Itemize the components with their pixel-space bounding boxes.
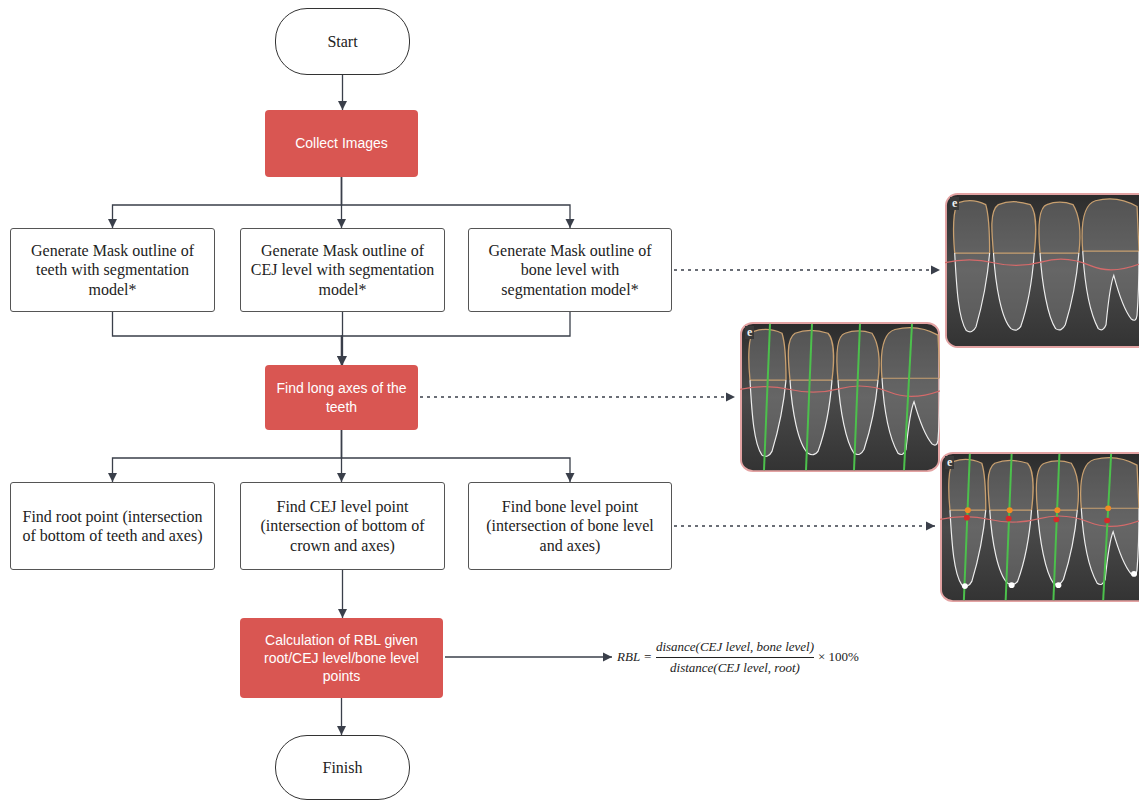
dashed-leader: [674, 269, 940, 270]
process-box: Generate Mask outline of teeth with segm…: [10, 228, 215, 312]
dashed-leader: [674, 525, 935, 526]
node-text: Find root point (intersection of bottom …: [19, 507, 206, 545]
formula-denominator: distance(CEJ level, root): [670, 660, 800, 676]
node-text: Generate Mask outline of bone level with…: [477, 241, 663, 299]
process-box: Find bone level point (intersection of b…: [468, 482, 672, 570]
flow-connector: [342, 570, 343, 618]
fraction: disance(CEJ level, bone level) distance(C…: [656, 639, 814, 676]
node-text: Generate Mask outline of CEJ level with …: [249, 241, 436, 299]
terminal-finish: Finish: [275, 735, 410, 800]
image-tag: e: [950, 197, 959, 210]
terminal-start: Start: [275, 8, 410, 75]
flow-connector: [113, 312, 342, 365]
process-box: Find root point (intersection of bottom …: [10, 482, 215, 570]
process-box: Find long axes of the teeth: [265, 365, 418, 430]
flow-connector: [113, 177, 342, 228]
xray-image: [940, 452, 1139, 602]
formula-lhs: RBL =: [617, 649, 652, 665]
node-text: Start: [327, 33, 357, 51]
node-text: Generate Mask outline of teeth with segm…: [19, 241, 206, 299]
node-text: Find long axes of the teeth: [275, 379, 408, 415]
node-text: Find CEJ level point (intersection of bo…: [249, 497, 436, 555]
formula-arrow: [445, 656, 612, 657]
flow-connector: [342, 177, 571, 228]
node-text: Calculation of RBL given root/CEJ level/…: [250, 631, 433, 686]
formula: RBL =disance(CEJ level, bone level) dista…: [617, 637, 859, 677]
formula-numerator: disance(CEJ level, bone level): [656, 639, 814, 655]
flow-connector: [341, 698, 342, 735]
fraction-bar: [656, 657, 814, 658]
image-tag: e: [745, 326, 754, 339]
node-text: Collect Images: [295, 134, 388, 152]
xray-image: [740, 322, 940, 472]
flow-connector: [342, 430, 571, 482]
process-box: Generate Mask outline of CEJ level with …: [240, 228, 445, 312]
process-box: Find CEJ level point (intersection of bo…: [240, 482, 445, 570]
dashed-leader: [420, 396, 735, 397]
image-tag: e: [945, 456, 954, 469]
process-box: Generate Mask outline of bone level with…: [468, 228, 672, 312]
xray-image: [945, 193, 1139, 348]
node-text: Finish: [322, 759, 362, 777]
process-box: Collect Images: [265, 110, 418, 177]
formula-rhs: × 100%: [818, 649, 859, 665]
process-box: Calculation of RBL given root/CEJ level/…: [240, 618, 443, 698]
flow-connector: [342, 312, 571, 365]
node-text: Find bone level point (intersection of b…: [477, 497, 663, 555]
flow-connector: [342, 75, 343, 110]
flow-connector: [113, 430, 342, 482]
